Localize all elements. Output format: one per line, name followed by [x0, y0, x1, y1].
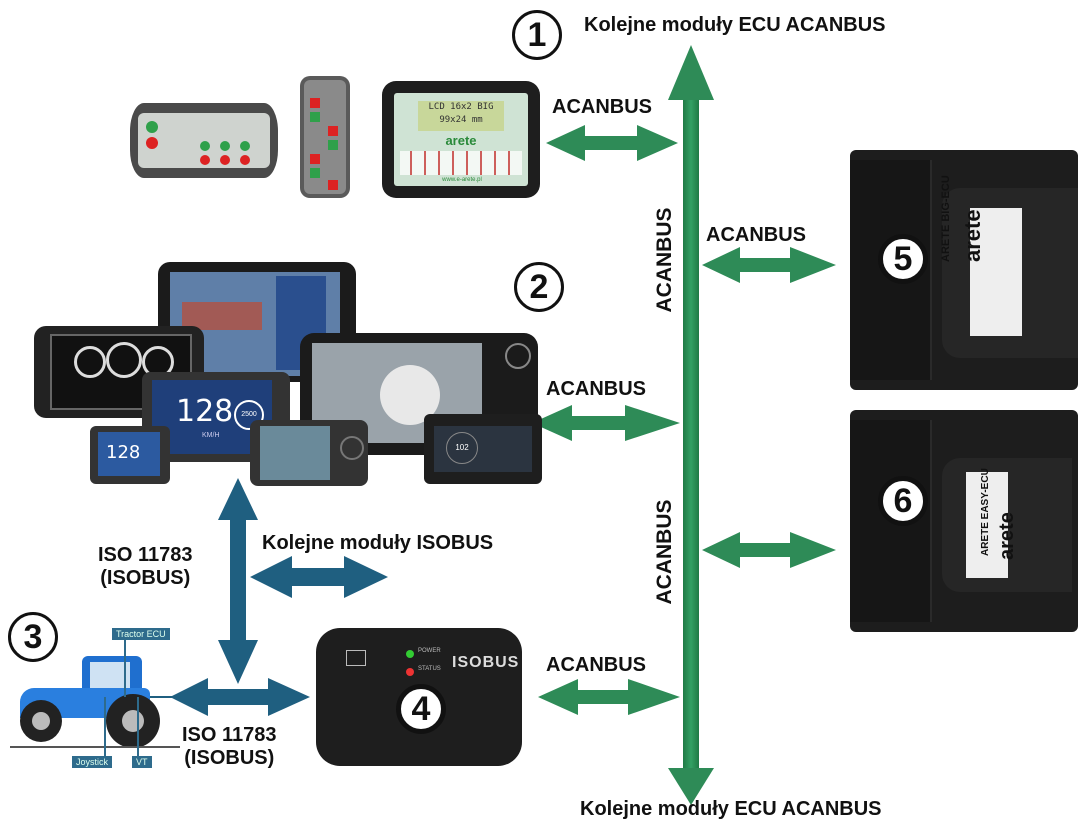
remote-control-handheld	[300, 76, 350, 198]
acanbus-label-5: ACANBUS	[706, 224, 806, 246]
display-terminal-analog	[250, 420, 368, 486]
marker-1: 1	[512, 10, 562, 60]
isobus-horizontal-arrow	[170, 678, 310, 716]
rpm-value: 2500	[234, 400, 264, 430]
ecu-easy-brand: arete	[996, 512, 1018, 560]
marker-3: 3	[8, 612, 58, 662]
ecu-big-brand: arete	[960, 209, 985, 262]
iso-vertical-label: ISO 11783 (ISOBUS)	[98, 544, 193, 590]
isobus-vertical-arrow	[218, 478, 258, 684]
ecu-big-label: ARETE BIG-ECU	[940, 175, 952, 262]
acanbus-trunk	[668, 45, 714, 805]
iso-vertical-line1: ISO 11783	[98, 544, 193, 566]
isobus-logo: ISOBUS	[452, 654, 520, 671]
lcd-screen: LCD 16x2 BIG 99x24 mm	[418, 101, 504, 131]
ecu-big	[850, 150, 1078, 390]
trunk-arrow-down	[668, 768, 714, 805]
acanbus-link-2	[532, 405, 680, 441]
marker-2-label: 2	[529, 267, 549, 306]
tag-tractor-ecu: Tractor ECU	[112, 628, 170, 640]
trunk-arrow-up	[668, 45, 714, 100]
iso-horizontal-line1: ISO 11783	[182, 724, 277, 746]
bottom-modules-label: Kolejne moduły ECU ACANBUS	[580, 798, 882, 820]
marker-6: 6	[878, 476, 928, 526]
acanbus-label-4: ACANBUS	[546, 654, 646, 676]
isobus-modules-label: Kolejne moduły ISOBUS	[262, 532, 494, 554]
marker-6-label: 6	[893, 481, 913, 520]
status-led-label: STATUS	[418, 666, 441, 672]
lcd-url: www.e-arete.pl	[442, 177, 482, 183]
acanbus-link-6	[702, 532, 836, 568]
ecu-easy	[850, 410, 1078, 632]
trunk-label-lower: ACANBUS	[653, 499, 676, 605]
control-panel-keypad	[130, 103, 278, 178]
tag-vt: VT	[132, 756, 152, 768]
lcd-line1: LCD 16x2 BIG	[428, 102, 494, 112]
acanbus-link-4	[538, 679, 680, 715]
iso-vertical-line2: (ISOBUS)	[100, 567, 191, 589]
marker-1-label: 1	[527, 15, 547, 54]
top-modules-label: Kolejne moduły ECU ACANBUS	[584, 14, 886, 36]
iso-horizontal-line2: (ISOBUS)	[184, 747, 275, 769]
acanbus-links	[532, 125, 836, 715]
speed-value: 128	[176, 394, 234, 429]
trunk-label-upper: ACANBUS	[653, 207, 676, 313]
marker-4-label: 4	[411, 689, 431, 728]
marker-3-label: 3	[23, 617, 43, 656]
lcd-control-panel: LCD 16x2 BIG 99x24 mm arete www.e-arete.…	[382, 81, 540, 198]
small-speed-value: 128	[106, 442, 141, 463]
speed-unit: KM/H	[202, 432, 220, 439]
power-led-label: POWER	[418, 648, 441, 654]
gauge-value: 102	[446, 432, 478, 464]
iso-horizontal-label: ISO 11783 (ISOBUS)	[182, 724, 277, 770]
tractor	[10, 648, 180, 748]
marker-5-label: 5	[893, 239, 913, 278]
isobus-modules-arrow	[250, 556, 388, 598]
isobus-links	[170, 478, 388, 716]
marker-5: 5	[878, 234, 928, 284]
acanbus-link-5	[702, 247, 836, 283]
marker-4: 4	[396, 684, 446, 734]
acanbus-link-1	[546, 125, 678, 161]
lcd-line2: 99x24 mm	[439, 115, 483, 125]
display-terminal-touch: 102	[424, 414, 542, 484]
display-terminal-small: 128	[90, 426, 170, 484]
ecu-easy-label: ARETE EASY-ECU	[980, 468, 991, 556]
acanbus-label-2: ACANBUS	[546, 378, 646, 400]
acanbus-label-1: ACANBUS	[552, 96, 652, 118]
lcd-brand-logo: arete	[445, 133, 477, 148]
marker-2: 2	[514, 262, 564, 312]
tag-joystick: Joystick	[72, 756, 113, 768]
